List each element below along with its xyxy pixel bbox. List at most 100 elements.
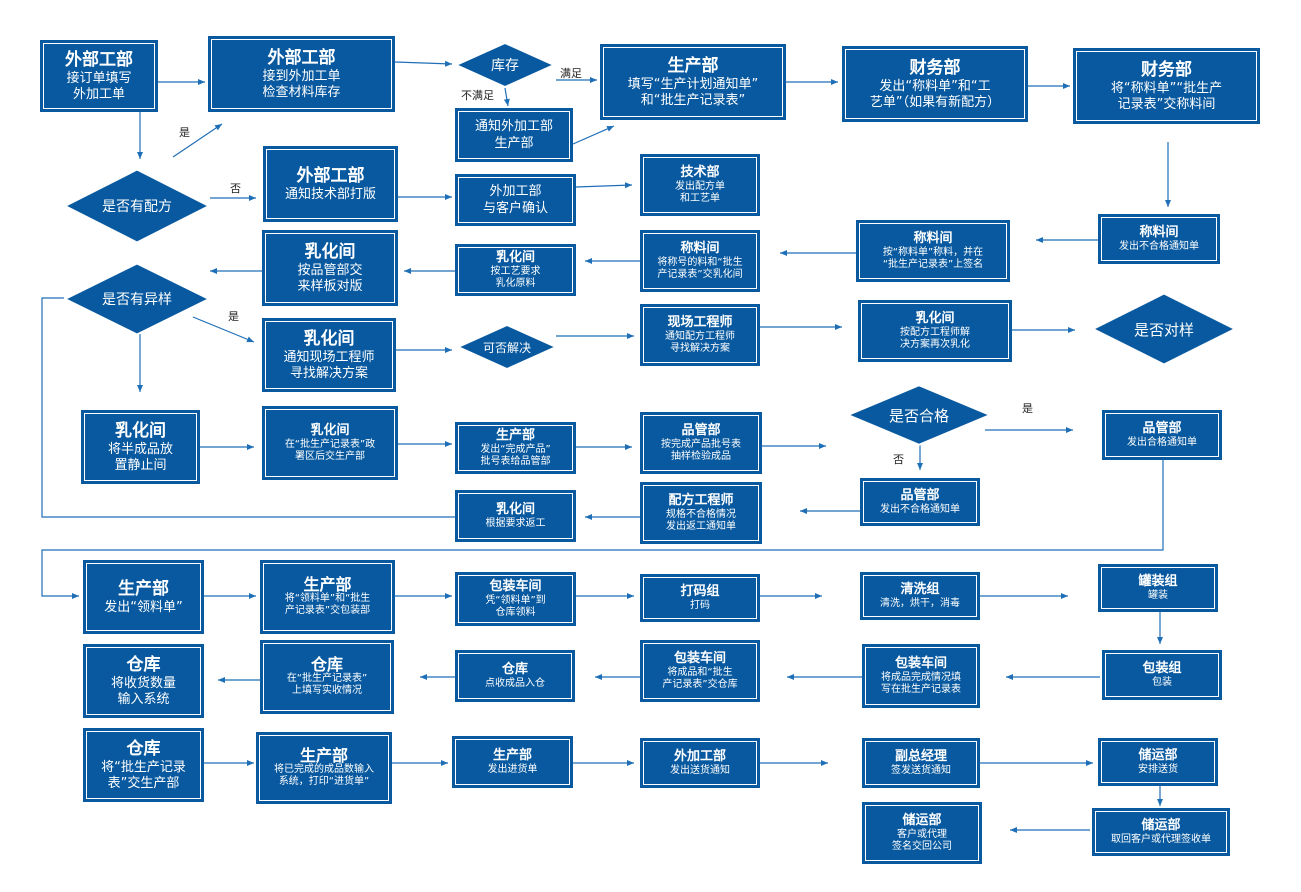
node-title: 仓库 [501, 662, 528, 677]
decision-label: 是否合格 [888, 406, 949, 425]
node-desc: 将“批生产记录 表”交生产部 [101, 759, 186, 791]
node-title: 配方工程师 [668, 493, 734, 508]
node-finance-issue-sheets: 财务部发出“称料单”和“工 艺单”（如果有新配方） [842, 46, 1028, 122]
node-title: 乳化间 [303, 328, 355, 349]
node-emulsify-rework: 乳化间根据要求返工 [455, 490, 576, 542]
node-desc: 按工艺要求 乳化原料 [490, 266, 541, 289]
node-desc: 按完成产品批号表 抽样检验成品 [661, 439, 741, 462]
node-title: 称料间 [913, 231, 953, 246]
decision-label: 库存 [491, 58, 519, 74]
node-desc: 发出送货通知 [670, 765, 730, 776]
node-title: 仓库 [126, 738, 161, 759]
node-external-dept-check-stock: 外部工部接到外加工单 检查材料库存 [208, 36, 395, 112]
node-desc: 通知现场工程师 寻找解决方案 [283, 349, 375, 381]
node-title: 仓库 [126, 654, 161, 675]
node-logistics-customer-sign: 储运部客户或代理 签名交回公司 [862, 802, 982, 864]
node-weighing-by-sheet: 称料间按“称料单”称料，并在 “批生产记录表”上签名 [856, 220, 1010, 282]
node-title: 仓库 [310, 655, 343, 674]
decision-label: 是否有异样 [102, 292, 172, 308]
label-recipe-yes: 是 [179, 126, 190, 139]
node-packing-fill-record: 包装车间将成品完成情况填 写在批生产记录表 [862, 644, 980, 708]
node-desc: 包装 [1152, 677, 1172, 688]
node-title: 外部工部 [267, 47, 336, 68]
node-logistics-arrange-delivery: 储运部安排送货 [1098, 738, 1218, 786]
label-qualified-no: 否 [893, 453, 904, 466]
node-desc: 发出合格通知单 [1127, 437, 1197, 448]
node-title: 外部工部 [296, 165, 365, 186]
node-desc: 通知技术部打版 [284, 186, 376, 202]
node-cleaning-group: 清洗组清洗，烘干，消毒 [860, 572, 980, 620]
node-warehouse-fill-actual: 仓库在“批生产记录表” 上填写实收情况 [260, 640, 394, 714]
node-title: 包装车间 [673, 651, 726, 666]
label-stock-sufficient: 满足 [560, 67, 582, 80]
node-desc: 将收货数量 输入系统 [110, 675, 176, 707]
node-desc: 将已完成的成品数输入 系统，打印“进货单” [274, 764, 374, 787]
node-weighing-to-emulsify: 称料间将称号的料和“批生 产记录表”交乳化间 [640, 230, 760, 292]
node-desc: 发出配方单 和工艺单 [675, 181, 725, 204]
node-desc: 罐装 [1148, 590, 1168, 601]
node-desc: 根据要求返工 [485, 518, 546, 529]
node-desc: 通知外加工部 生产部 [474, 119, 553, 151]
node-emulsify-compare-sample: 乳化间按品管部交 来样板对版 [262, 230, 398, 306]
node-desc: 在“批生产记录表”政 署区后交生产部 [284, 439, 376, 462]
node-title: 乳化间 [495, 250, 535, 265]
node-external-dept-notify-tech: 外部工部通知技术部打版 [263, 146, 398, 222]
decision-label: 可否解决 [482, 340, 531, 355]
node-desc: 通知配方工程师 寻找解决方案 [665, 331, 735, 354]
node-desc: 清洗，烘干，消毒 [880, 598, 960, 609]
decision-label: 是否有配方 [102, 199, 172, 215]
node-title: 外加工部 [673, 749, 726, 764]
node-coding-group: 打码组打码 [640, 574, 760, 622]
node-packing-to-warehouse: 包装车间将成品和“批生 产记录表”交仓库 [640, 640, 760, 702]
node-title: 包装组 [1142, 661, 1182, 676]
node-title: 现场工程师 [667, 315, 733, 330]
decision-stock: 库存 [454, 42, 556, 88]
node-external-confirm-customer: 外加工部 与客户确认 [455, 174, 576, 226]
node-title: 生产部 [303, 575, 352, 594]
node-title: 生产部 [667, 55, 719, 76]
decision-has-recipe: 是否有配方 [62, 168, 212, 244]
node-title: 清洗组 [900, 582, 940, 597]
node-desc: 发出“完成产品” 批号表给品管部 [480, 444, 551, 467]
node-title: 罐装组 [1138, 574, 1178, 589]
node-desc: 填写“生产计划通知单” 和“批生产记录表” [627, 76, 759, 108]
node-desc: 发出进货单 [487, 764, 538, 775]
node-desc: 将成品和“批生 产记录表”交仓库 [662, 667, 738, 690]
node-qc-pass-notice: 品管部发出合格通知单 [1102, 410, 1222, 460]
node-title: 乳化间 [304, 241, 356, 262]
node-production-finished-batch: 生产部发出“完成产品” 批号表给品管部 [455, 422, 576, 474]
node-warehouse-record-to-production: 仓库将“批生产记录 表”交生产部 [83, 728, 204, 802]
decision-matches-sample: 是否对样 [1090, 292, 1238, 366]
decision-has-abnormality: 是否有异样 [62, 262, 212, 336]
node-production-plan: 生产部填写“生产计划通知单” 和“批生产记录表” [600, 44, 786, 120]
node-title: 乳化间 [115, 420, 166, 441]
node-title: 打码组 [680, 584, 720, 599]
node-desc: 接到外加工单 检查材料库存 [262, 68, 341, 100]
node-title: 包装车间 [894, 656, 947, 671]
node-desc: 接订单填写 外加工单 [66, 70, 132, 102]
node-emulsify-again: 乳化间按配方工程师解 决方案再次乳化 [858, 300, 1012, 362]
node-title: 乳化间 [310, 423, 350, 438]
node-site-engineer: 现场工程师通知配方工程师 寻找解决方案 [640, 304, 760, 366]
node-warehouse-receive: 仓库点收成品入仓 [455, 650, 575, 702]
node-production-issue-receipt: 生产部发出进货单 [452, 736, 573, 788]
node-tech-dept: 技术部发出配方单 和工艺单 [640, 154, 760, 216]
node-desc: 客户或代理 签名交回公司 [892, 829, 952, 852]
node-title: 储运部 [902, 813, 942, 828]
node-weighing-reject-notice: 称料间发出不合格通知单 [1098, 214, 1220, 264]
label-recipe-no: 否 [230, 182, 241, 195]
node-emulsify-notify-site-engineer: 乳化间通知现场工程师 寻找解决方案 [262, 318, 396, 392]
label-stock-insufficient: 不满足 [461, 89, 494, 102]
node-title: 乳化间 [495, 502, 535, 517]
node-title: 品管部 [1142, 421, 1182, 436]
node-desc: 打码 [690, 600, 710, 611]
node-desc: 发出“称料单”和“工 艺单”（如果有新配方） [869, 78, 1001, 110]
node-title: 储运部 [1141, 818, 1181, 833]
node-logistics-retrieve-receipt: 储运部取回客户或代理签收单 [1092, 808, 1230, 856]
node-title: 储运部 [1138, 748, 1178, 763]
node-title: 副总经理 [894, 749, 947, 764]
node-desc: 发出不合格通知单 [1119, 241, 1199, 252]
node-title: 生产部 [118, 578, 169, 599]
node-title: 品管部 [681, 423, 721, 438]
node-title: 财务部 [1141, 59, 1192, 80]
